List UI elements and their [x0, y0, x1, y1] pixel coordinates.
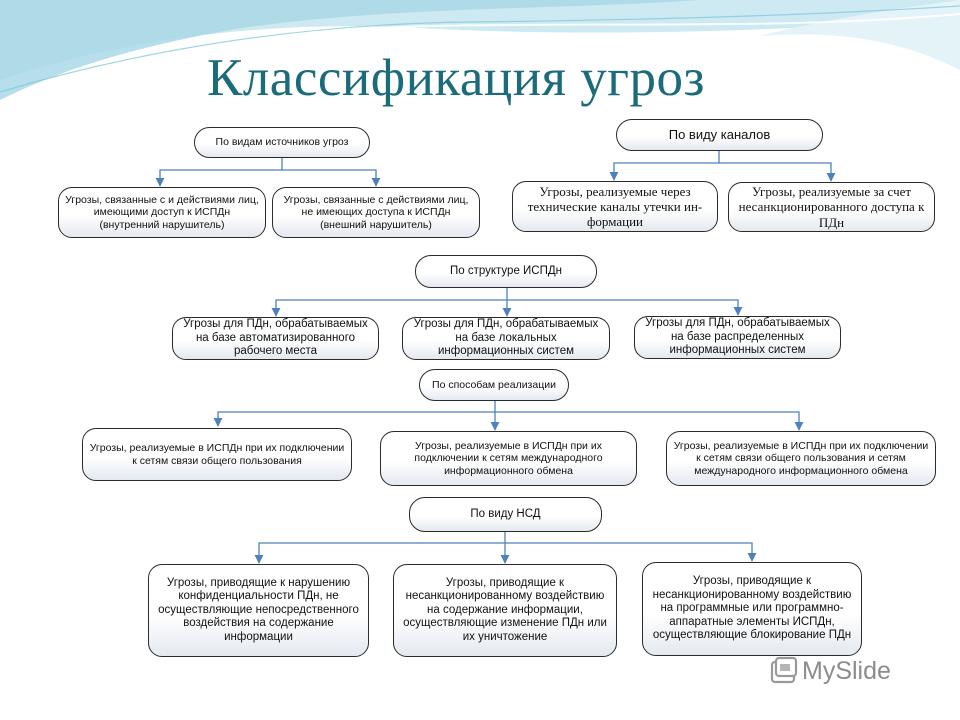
watermark-text: MySlide	[802, 656, 891, 685]
threat-box-internal-violator: Угрозы, связанные с и действиями лиц, им…	[58, 187, 266, 238]
watermark-logo: MySlide	[770, 656, 891, 686]
threat-box-local-systems: Угрозы для ПДн, обрабатываемых на базе л…	[402, 317, 610, 360]
slide-deck-icon	[770, 656, 798, 684]
category-header-nsd: По виду НСД	[409, 497, 602, 532]
threat-box-external-violator: Угрозы, связанные с действиями лиц, не и…	[272, 187, 480, 238]
threat-box-workstation: Угрозы для ПДн, обрабатываемых на базе а…	[172, 317, 379, 360]
threat-box-content-modification: Угрозы, приводящие к несанкционированном…	[393, 564, 617, 657]
threat-box-distributed-systems: Угрозы для ПДн, обрабатываемых на базе р…	[634, 316, 841, 359]
category-header-sources: По видам источников угроз	[194, 127, 370, 158]
slide-title: Классификация угроз	[207, 49, 705, 107]
threat-box-blocking: Угрозы, приводящие к несанкционированном…	[642, 562, 862, 656]
threat-box-technical-channels: Угрозы, реализуемые через технические ка…	[512, 181, 718, 232]
threat-box-international-networks: Угрозы, реализуемые в ИСПДн при их подкл…	[380, 431, 637, 486]
category-header-implementation: По способам реализации	[419, 369, 569, 401]
category-header-structure: По структуре ИСПДн	[415, 255, 597, 288]
threat-box-public-and-international-networks: Угрозы, реализуемые в ИСПДн при их подкл…	[666, 431, 936, 486]
threat-box-confidentiality: Угрозы, приводящие к нарушению конфиденц…	[148, 564, 369, 657]
threat-box-unauthorized-access: Угрозы, реализуемые за счет несанкционир…	[728, 182, 935, 232]
category-header-channels: По виду каналов	[616, 119, 823, 151]
threat-box-public-networks: Угрозы, реализуемые в ИСПДн при их подкл…	[82, 428, 352, 481]
